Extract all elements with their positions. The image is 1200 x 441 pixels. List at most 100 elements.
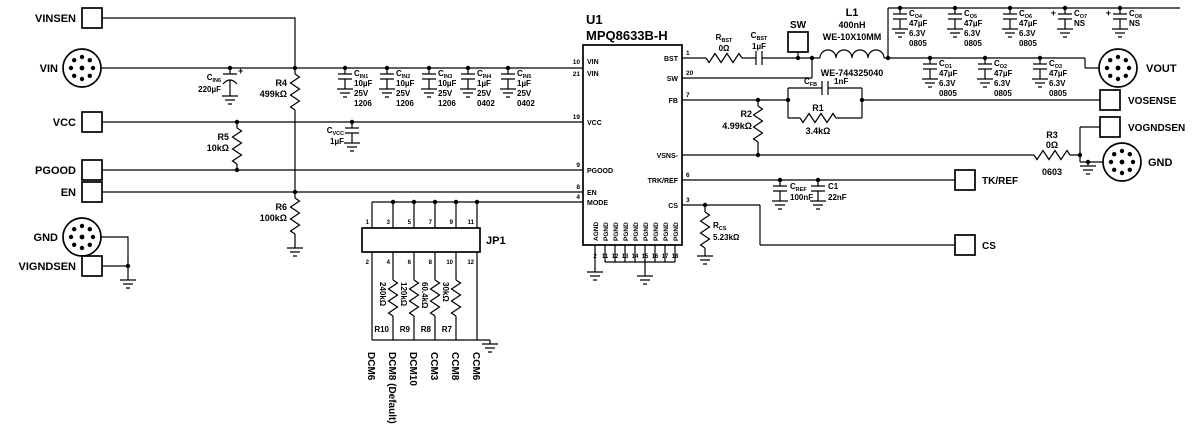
gnd-sense-network: R3 0Ω 0603: [1033, 130, 1097, 177]
ground-symbol: [221, 91, 239, 105]
pin-number: 19: [573, 114, 581, 121]
resistor-r6: R6 100kΩ: [260, 197, 304, 257]
cap-voltage: 6.3V: [909, 29, 926, 38]
jp1-pin-num: 8: [429, 260, 433, 266]
u1-body: [582, 44, 683, 246]
cap-value: NS: [1074, 19, 1086, 28]
resistor-ref: R7: [442, 325, 453, 334]
pin-name: PGND: [633, 222, 640, 241]
resistor-value: 0Ω: [719, 44, 730, 53]
pin-number: 20: [686, 70, 694, 77]
vcc-pad: [81, 111, 103, 133]
jp1-pin-num: 7: [429, 220, 433, 226]
cap-voltage: 6.3V: [1019, 29, 1036, 38]
resistor-size: 0603: [1042, 167, 1062, 177]
left-ports: VINSEN VIN VCC PGOOD EN GND VIGNDSEN: [19, 7, 137, 289]
resistor-ref: R6: [275, 202, 287, 212]
resistor-value: 4.99kΩ: [722, 121, 752, 131]
cap-symbol: [947, 7, 963, 26]
cap-ref: CO2: [994, 59, 1007, 70]
pin-name: VSNS-: [657, 153, 679, 160]
cap-symbol: [344, 121, 360, 140]
pin-number: 18: [672, 254, 679, 260]
cap-ref: C1: [828, 182, 839, 191]
cap-value: 1µF: [517, 79, 531, 88]
jp1-pin-num: 6: [408, 260, 412, 266]
port-label-gnd: GND: [34, 232, 59, 244]
u1-ref: U1: [586, 12, 603, 27]
port-label-pgood: PGOOD: [35, 165, 76, 177]
resistor-symbol: [289, 73, 301, 111]
cap-ref: CREF: [790, 182, 807, 193]
port-label-sw: SW: [790, 20, 807, 31]
cap-ref: CIN3: [438, 69, 452, 80]
pin-number: 4: [576, 194, 580, 201]
ground-symbol: [336, 84, 354, 98]
pin-number: 21: [573, 71, 581, 78]
inductor-mpn: WE-744325040: [821, 68, 884, 78]
resistor-value: 10kΩ: [207, 143, 229, 153]
schematic-wires: [101, 7, 1180, 341]
cap-size: 0805: [939, 89, 957, 98]
port-label-cs: CS: [982, 241, 996, 252]
vinsen-pad: [81, 7, 103, 29]
pin-name: PGND: [623, 222, 630, 241]
cap-size: 1206: [396, 99, 414, 108]
pin-number: 13: [622, 254, 629, 260]
pin-name: PGND: [673, 222, 680, 241]
ground-symbol: [1056, 24, 1074, 38]
mode-option: CCM8: [449, 352, 460, 381]
ground-symbol: [696, 251, 714, 265]
resistor-symbol: [408, 279, 420, 317]
resistor-symbol: [1033, 149, 1071, 161]
cap-size: 0402: [517, 99, 535, 108]
cap-value: 22nF: [828, 193, 847, 202]
resistor-symbol: [289, 197, 301, 235]
jp1-pin-num: 9: [450, 220, 454, 226]
cap-size: 0805: [1019, 39, 1037, 48]
resistor-value: 499kΩ: [260, 89, 287, 99]
cap-voltage: 6.3V: [1049, 79, 1066, 88]
resistor-ref: R3: [1046, 130, 1058, 140]
inductor-package: WE-10X10MM: [823, 32, 882, 42]
ground-symbol: [636, 271, 654, 285]
cap-value: 1µF: [330, 137, 344, 146]
resistor-symbol: [429, 279, 441, 317]
cap-ref: CIN5: [517, 69, 531, 80]
cap-size: 1206: [354, 99, 372, 108]
resistor-value: 240kΩ: [378, 282, 387, 307]
resistor-ref: R4: [275, 78, 287, 88]
ground-symbol: [119, 275, 137, 289]
cap-cvcc: CVCC 1µF: [327, 121, 361, 152]
jp1-pin-num: 10: [446, 260, 453, 266]
resistor-value: 120kΩ: [399, 282, 408, 307]
resistor-ref: R5: [217, 132, 229, 142]
ground-symbol: [378, 84, 396, 98]
pin-number: 3: [686, 197, 690, 204]
cap-value: 47µF: [964, 19, 983, 28]
cap-value: 100nF: [790, 193, 813, 202]
resistor-ref: R8: [421, 325, 432, 334]
cap-size: 0402: [477, 99, 495, 108]
pin-number: 11: [602, 254, 609, 260]
mode-option: CCM3: [428, 352, 439, 381]
resistor-ref: R10: [374, 325, 389, 334]
cap-symbol: [421, 67, 437, 86]
mode-option: CCM6: [470, 352, 481, 381]
polarity-plus: +: [1051, 8, 1056, 18]
ground-symbol: [921, 74, 939, 88]
cap-ref: CIN6: [207, 73, 221, 84]
cap-ref: CFB: [804, 77, 817, 88]
ground-symbol: [771, 196, 789, 210]
polarity-plus: +: [238, 66, 243, 76]
polarity-plus: +: [1106, 8, 1111, 18]
inductor-l1: L1 400nH WE-10X10MM WE-744325040: [819, 7, 885, 78]
ground-symbol: [343, 138, 361, 152]
resistor-ref: R1: [812, 103, 824, 113]
cap-symbol: [1032, 57, 1048, 76]
pin-name: PGND: [663, 222, 670, 241]
pin-name: PGOOD: [587, 168, 613, 175]
port-label-vigndsen: VIGNDSEN: [19, 261, 77, 273]
